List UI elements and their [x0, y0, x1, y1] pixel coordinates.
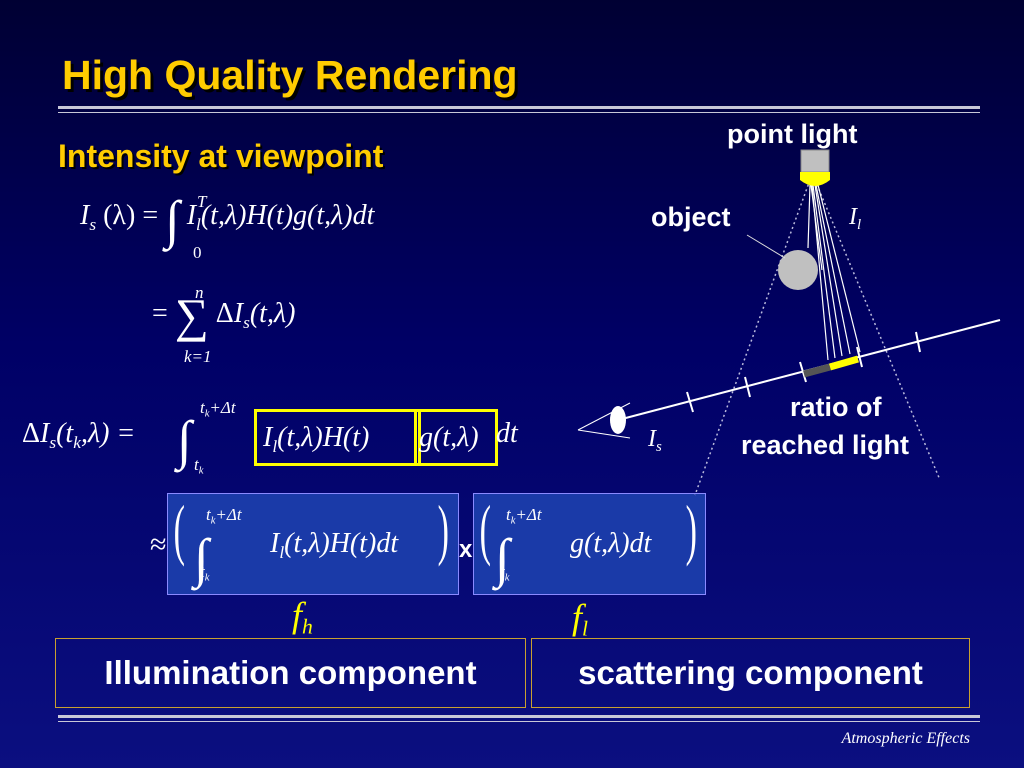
right-paren-1: )	[437, 491, 449, 567]
eye-view-line-bottom	[577, 429, 631, 439]
eq4-upper-limit-1: tk+Δt	[206, 505, 242, 527]
eq4-scattering-expr: g(t,λ)dt	[570, 528, 652, 559]
Is-label: Is	[648, 426, 662, 456]
footer-text: Atmospheric Effects	[841, 730, 970, 747]
Il-label: Il	[849, 204, 862, 234]
eye-icon	[610, 406, 626, 434]
eq1-lower-limit: 0	[193, 243, 202, 262]
scattering-term-box: g(t,λ)	[414, 409, 498, 466]
point-light-label: point light	[727, 119, 858, 149]
fl-label: fl	[572, 597, 589, 641]
object-label: object	[651, 202, 731, 232]
equation-2: = ∑ ΔIs(t,λ)	[152, 290, 296, 343]
tick	[915, 331, 921, 353]
left-paren-2: (	[479, 491, 491, 567]
eq4-lower-limit-2: tk	[500, 562, 510, 584]
section-subtitle: Intensity at viewpoint	[58, 138, 384, 174]
eq4-upper-limit-2: tk+Δt	[506, 505, 542, 527]
title-divider	[58, 106, 980, 109]
illumination-term-box: Il(t,λ)H(t)	[254, 409, 421, 466]
eq3-upper-limit: tk+Δt	[200, 398, 236, 420]
ray-6	[815, 184, 851, 355]
ray-5	[814, 184, 843, 357]
footer-divider-thin	[58, 721, 980, 722]
object-sphere	[778, 250, 818, 290]
eye-view-line-top	[577, 402, 631, 431]
eq2-lower-limit: k=1	[184, 347, 212, 366]
ray-1	[807, 184, 811, 249]
light-bulb-icon	[800, 172, 830, 186]
ray-7	[817, 184, 861, 353]
approx-sign: ≈	[150, 528, 167, 561]
left-paren-1: (	[173, 491, 185, 567]
tick	[799, 361, 807, 383]
light-cone-right	[814, 179, 941, 481]
tick	[856, 346, 863, 368]
eq2-upper-limit: n	[195, 283, 204, 302]
equation-3: ΔIs(tk,λ) =	[22, 418, 136, 453]
fh-label: fh	[292, 595, 313, 639]
eq3-dt: dt	[496, 418, 518, 449]
tick	[744, 376, 751, 398]
lit-segment	[829, 355, 859, 371]
ratio-label-line2: reached light	[741, 430, 910, 460]
shadow-segment	[803, 363, 831, 378]
ray-4	[812, 184, 836, 359]
light-diagram	[577, 149, 1001, 496]
light-cone-left	[694, 179, 811, 496]
eq1-upper-limit: T	[197, 192, 207, 211]
illumination-component-box: Illumination component	[55, 638, 526, 708]
eq4-illumination-expr: Il(t,λ)H(t)dt	[270, 528, 399, 563]
equation-1: Is (λ) = ∫ Il(t,λ)H(t)g(t,λ)dt	[80, 190, 375, 250]
ray-3	[811, 184, 829, 361]
footer-divider	[58, 715, 980, 718]
ratio-label-line1: ratio of	[790, 392, 882, 422]
scattering-integral-box	[473, 493, 706, 595]
right-paren-2: )	[685, 491, 697, 567]
times-sign: x	[459, 536, 473, 563]
scattering-component-box: scattering component	[531, 638, 970, 708]
object-pointer	[746, 234, 786, 259]
eq3-lower-limit: tk	[194, 455, 204, 477]
slide-title: High Quality Rendering	[62, 52, 518, 98]
illumination-integral-box	[167, 493, 459, 595]
tick	[686, 391, 694, 413]
eq4-lower-limit-1: tk	[200, 562, 210, 584]
point-light-icon	[800, 149, 830, 173]
title-divider-thin	[58, 112, 980, 113]
